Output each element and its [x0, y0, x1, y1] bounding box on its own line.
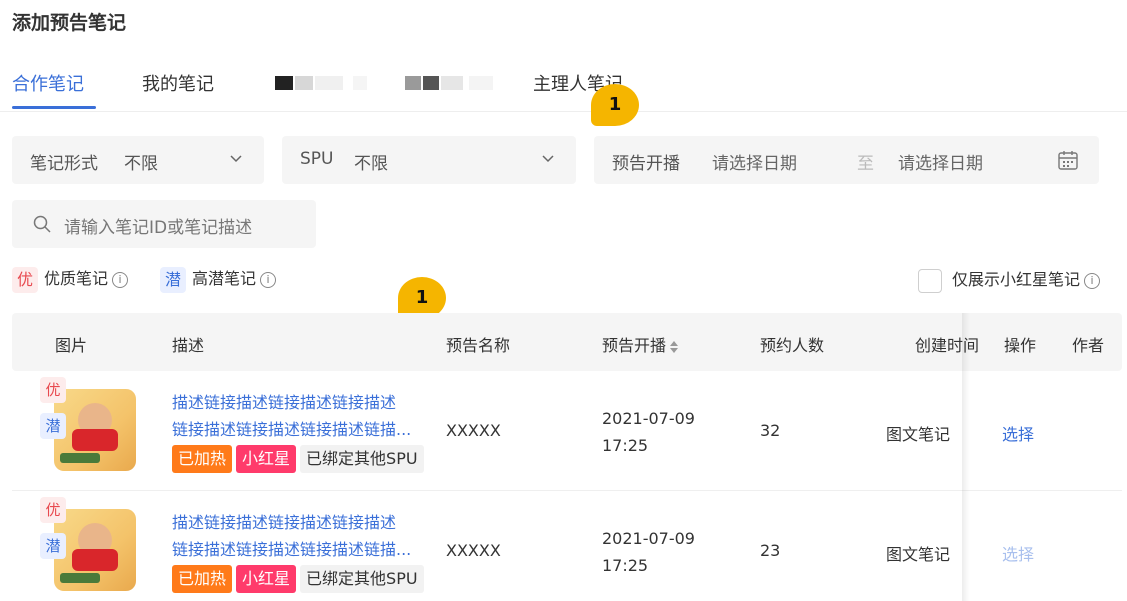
select-button[interactable]: 选择	[1002, 425, 1035, 444]
only-xhx-checkbox[interactable]	[918, 268, 942, 293]
desc-line: 描述链接描述链接描述链接描述	[172, 513, 397, 532]
desc-line: 链接描述链接描述链接描述链描...	[172, 420, 412, 439]
thumbnail-figure-shirt	[72, 549, 118, 571]
potential-tag: 潜	[160, 266, 186, 293]
search-input[interactable]: 请输入笔记ID或笔记描述	[12, 200, 316, 248]
header-preview-name: 预告名称	[446, 336, 511, 355]
redacted-block	[353, 76, 367, 90]
page-title: 添加预告笔记	[12, 12, 127, 34]
note-thumbnail	[54, 509, 136, 591]
active-tab-indicator	[12, 106, 96, 109]
potential-tag: 潜	[40, 533, 66, 559]
preview-date: 2021-07-09	[602, 409, 695, 428]
spu-value: 不限	[354, 154, 388, 174]
note-form-value: 不限	[124, 154, 158, 174]
created-type-cell: 图文笔记	[886, 425, 951, 444]
redacted-block	[423, 76, 439, 90]
quality-tag: 优	[40, 377, 66, 403]
start-date-input[interactable]: 请选择日期	[712, 154, 797, 174]
preview-date-range[interactable]: 预告开播 请选择日期 至 请选择日期	[594, 136, 1099, 184]
created-type-cell: 图文笔记	[886, 545, 951, 564]
chevron-down-icon	[542, 155, 554, 163]
note-chips: 已加热小红星已绑定其他SPU	[172, 565, 428, 593]
header-image: 图片	[55, 336, 88, 355]
calendar-icon[interactable]	[1057, 149, 1079, 171]
thumbnail-figure-base	[60, 453, 100, 463]
table-header: 图片 描述 预告名称 预告开播 预约人数 创建时间 操作 作者	[12, 313, 1122, 371]
header-reservations: 预约人数	[760, 336, 825, 355]
spu-label: SPU	[300, 149, 334, 169]
header-preview-time-label: 预告开播	[602, 336, 667, 355]
preview-date-label: 预告开播	[612, 154, 680, 174]
info-icon[interactable]: i	[1084, 272, 1101, 289]
note-desc-link[interactable]: 描述链接描述链接描述链接描述 链接描述链接描述链接描述链描...	[172, 509, 434, 563]
note-form-label: 笔记形式	[30, 154, 98, 174]
search-placeholder: 请输入笔记ID或笔记描述	[64, 218, 253, 238]
search-icon	[33, 215, 51, 233]
note-thumbnail	[54, 389, 136, 471]
header-author: 作者	[1072, 336, 1105, 355]
header-operation: 操作	[1004, 336, 1037, 355]
annotation-marker: 1	[398, 277, 446, 319]
bound-spu-chip: 已绑定其他SPU	[300, 565, 424, 593]
header-preview-time[interactable]: 预告开播	[602, 332, 679, 356]
potential-label: 高潜笔记	[192, 269, 257, 288]
preview-clock: 17:25	[602, 556, 649, 575]
reservations-cell: 32	[760, 421, 781, 440]
tab-redacted-2[interactable]	[405, 72, 495, 93]
annotation-marker: 1	[591, 84, 639, 126]
thumbnail-figure-base	[60, 573, 100, 583]
bound-spu-chip: 已绑定其他SPU	[300, 445, 424, 473]
note-chips: 已加热小红星已绑定其他SPU	[172, 445, 428, 473]
reservations-cell: 23	[760, 541, 781, 560]
end-date-input[interactable]: 请选择日期	[898, 154, 983, 174]
tab-cooperation-notes[interactable]: 合作笔记	[12, 74, 84, 95]
info-icon[interactable]: i	[260, 271, 277, 288]
tab-bar: 合作笔记 我的笔记 主理人笔记	[0, 60, 1127, 112]
preview-time-cell: 2021-07-09 17:25	[602, 525, 695, 579]
redacted-block	[441, 76, 463, 90]
sort-icon[interactable]	[670, 340, 679, 353]
preview-time-cell: 2021-07-09 17:25	[602, 405, 695, 459]
spu-select[interactable]: SPU 不限	[282, 136, 576, 184]
redacted-block	[315, 76, 343, 90]
quality-tag: 优	[40, 497, 66, 523]
preview-name-cell: XXXXX	[446, 421, 501, 440]
thumbnail-figure-shirt	[72, 429, 118, 451]
quality-label: 优质笔记	[44, 269, 109, 288]
preview-date: 2021-07-09	[602, 529, 695, 548]
redacted-block	[469, 76, 493, 90]
potential-tag: 潜	[40, 413, 66, 439]
desc-line: 描述链接描述链接描述链接描述	[172, 393, 397, 412]
chevron-down-icon	[230, 155, 242, 163]
info-icon[interactable]: i	[112, 271, 129, 288]
fixed-column-shadow	[962, 313, 970, 601]
redacted-block	[295, 76, 313, 90]
redacted-block	[275, 76, 293, 90]
desc-line: 链接描述链接描述链接描述链描...	[172, 540, 412, 559]
heated-chip: 已加热	[172, 445, 233, 473]
xhx-chip: 小红星	[236, 565, 297, 593]
preview-name-cell: XXXXX	[446, 541, 501, 560]
preview-clock: 17:25	[602, 436, 649, 455]
header-created-time: 创建时间	[915, 336, 980, 355]
heated-chip: 已加热	[172, 565, 233, 593]
date-separator: 至	[857, 154, 874, 174]
note-form-select[interactable]: 笔记形式 不限	[12, 136, 264, 184]
quality-tag: 优	[12, 266, 38, 293]
tab-my-notes[interactable]: 我的笔记	[142, 74, 214, 95]
select-button-disabled: 选择	[1002, 545, 1035, 564]
note-desc-link[interactable]: 描述链接描述链接描述链接描述 链接描述链接描述链接描述链描...	[172, 389, 434, 443]
redacted-block	[405, 76, 421, 90]
table-row: 优 潜 描述链接描述链接描述链接描述 链接描述链接描述链接描述链描... 已加热…	[12, 371, 1122, 491]
only-xhx-label: 仅展示小红星笔记	[952, 270, 1081, 289]
table-row: 优 潜 描述链接描述链接描述链接描述 链接描述链接描述链接描述链描... 已加热…	[12, 491, 1122, 601]
header-desc: 描述	[172, 336, 205, 355]
xhx-chip: 小红星	[236, 445, 297, 473]
tab-redacted-1[interactable]	[275, 72, 369, 93]
